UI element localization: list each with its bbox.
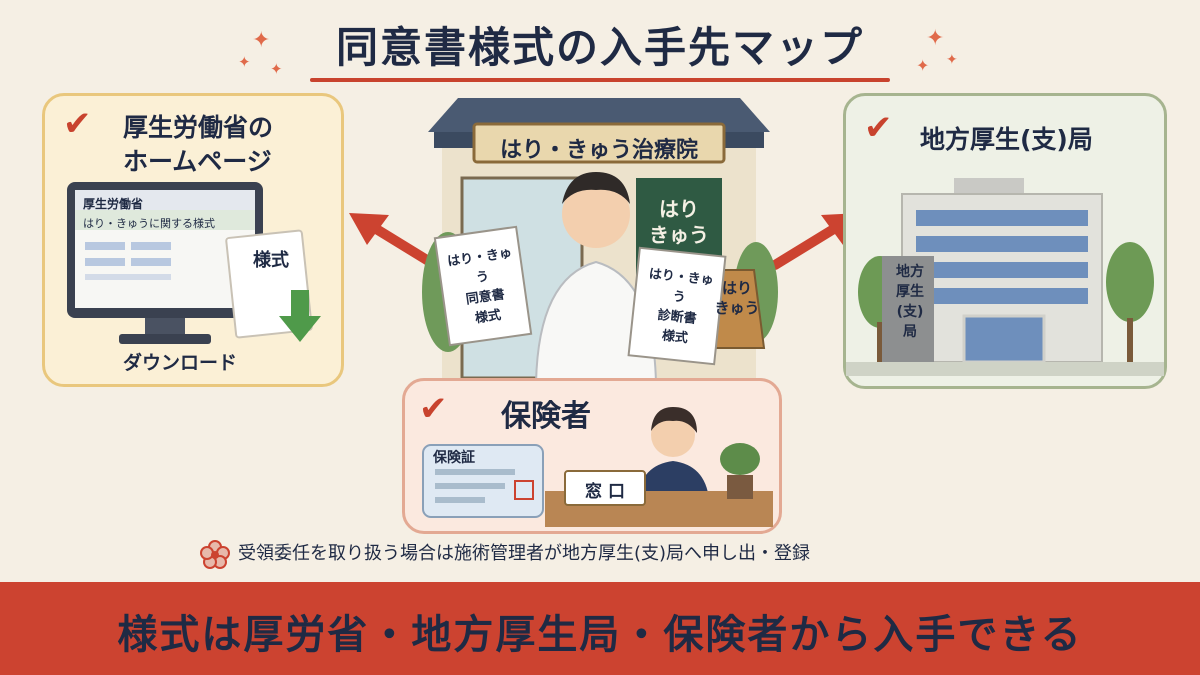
flower-note-icon — [200, 540, 230, 569]
arrow-left-icon — [349, 213, 440, 270]
screen-subheader: はり・きゅうに関する様式 — [83, 217, 215, 230]
insurer-counter-icon — [422, 407, 773, 527]
mhlw-panel: ✔ 厚生労働省の ホームページ 厚生労働省 はり・きゅうに関する様式 様式 ダウ… — [42, 93, 344, 387]
sparkle-icon: ✦ — [238, 53, 251, 71]
clinic-building-icon — [422, 98, 778, 384]
mhlw-title-line2: ホームページ — [123, 147, 272, 176]
stand-sign: はり きゅう — [714, 279, 760, 317]
page-title: 同意書様式の入手先マップ — [335, 23, 864, 72]
insurer-panel: ✔ 保険者 保険証 窓 口 — [402, 378, 782, 534]
sparkle-icon: ✦ — [946, 52, 958, 68]
checkmark-icon: ✔ — [63, 104, 92, 144]
screen-header: 厚生労働省 — [83, 197, 144, 211]
checkmark-icon: ✔ — [419, 389, 448, 429]
doc-label: 様式 — [253, 250, 289, 271]
clinic-illustration: はり・きゅう治療院 はり きゅう はり・きゅう 同意書 様式 はり・きゅう 診断… — [418, 92, 780, 384]
download-arrow-icon — [279, 290, 321, 342]
noren-curtain: はり きゅう — [649, 197, 709, 247]
counter-sign: 窓 口 — [585, 482, 625, 502]
consent-form-doc: はり・きゅう 同意書 様式 — [446, 245, 513, 327]
title-underline — [310, 78, 890, 82]
download-caption: ダウンロード — [123, 352, 238, 374]
title-area: ✦ ✦ ✦ 同意書様式の入手先マップ ✦ ✦ ✦ — [0, 8, 1200, 88]
checkmark-icon: ✔ — [864, 108, 893, 148]
sparkle-icon: ✦ — [270, 60, 283, 78]
regional-bureau-panel: ✔ 地方厚生(支)局 地方 厚生 (支) 局 — [843, 93, 1167, 389]
clinic-sign: はり・きゅう治療院 — [499, 138, 698, 163]
computer-monitor-icon — [67, 182, 313, 344]
bureau-stone-sign: 地方 厚生 (支) 局 — [896, 264, 924, 340]
sparkle-icon: ✦ — [916, 56, 930, 75]
office-building-icon — [846, 178, 1164, 376]
sparkle-icon: ✦ — [926, 26, 945, 51]
insurance-card-label: 保険証 — [433, 450, 475, 466]
mhlw-title-line1: 厚生労働省の — [123, 113, 274, 142]
sparkle-icon: ✦ — [252, 28, 271, 53]
banner-text: 様式は厚労省・地方厚生局・保険者から入手できる — [117, 612, 1083, 658]
bureau-title: 地方厚生(支)局 — [920, 125, 1093, 154]
insurer-title: 保険者 — [501, 399, 591, 434]
note-text: 受領委任を取り扱う場合は施術管理者が地方厚生(支)局へ申し出・登録 — [238, 543, 811, 564]
bottom-banner: 様式は厚労省・地方厚生局・保険者から入手できる — [0, 582, 1200, 675]
diagnosis-form-doc: はり・きゅう 診断書 様式 — [648, 266, 715, 347]
